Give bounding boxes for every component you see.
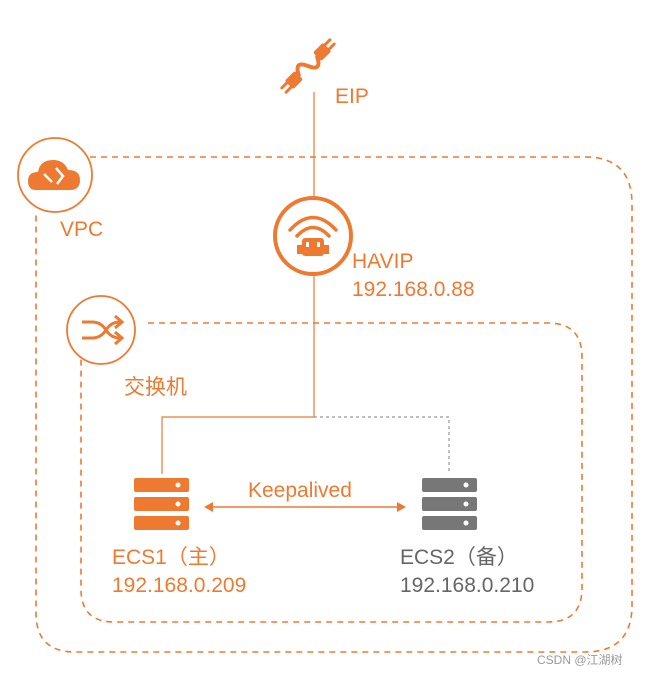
vswitch-label: 交换机 [124,376,187,399]
ecs1-label: ECS1（主） [112,546,230,569]
server-icon [134,478,189,530]
vpc-boundary [35,156,633,653]
vswitch-boundary [80,322,583,623]
shuffle-arrows-icon [66,295,136,365]
keepalived-label: Keepalived [248,479,352,502]
havip-label: HAVIP [352,250,413,273]
ecs2-label: ECS2（备） [400,546,518,569]
keepalived-arrow-right [397,502,406,512]
watermark: CSDN @江湖树 [537,652,623,667]
ecs1-ip: 192.168.0.209 [112,574,246,597]
plug-cable-icon [280,38,336,94]
eip-label: EIP [335,85,369,108]
wifi-plug-icon [273,196,353,276]
keepalived-arrow-left [204,502,213,512]
vpc-label: VPC [60,218,103,241]
havip-ecs1-link [161,276,315,474]
cloud-icon [17,137,93,213]
ecs2-ip: 192.168.0.210 [400,574,534,597]
havip-ecs2-link [314,416,450,474]
server-icon [422,478,477,530]
havip-ip: 192.168.0.88 [352,278,475,301]
